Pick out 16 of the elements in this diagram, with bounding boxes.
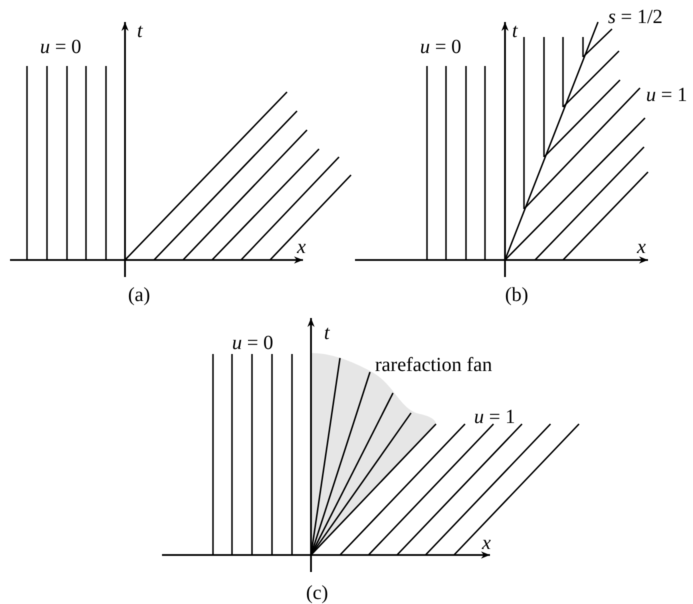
axis-label: t xyxy=(324,322,330,344)
math-label: u = 1 xyxy=(474,406,516,428)
math-label: u = 0 xyxy=(40,36,82,58)
axis-label: t xyxy=(512,20,518,42)
region-label: rarefaction fan xyxy=(375,354,492,376)
math-label: u = 0 xyxy=(232,332,274,354)
math-label: u = 0 xyxy=(420,36,462,58)
math-label: u = 1 xyxy=(646,84,688,106)
axis-label: x xyxy=(482,532,491,554)
axis-label: x xyxy=(297,236,306,258)
panel-label: (c) xyxy=(306,582,328,604)
axis-label: x xyxy=(637,236,646,258)
panel-label: (b) xyxy=(505,284,528,306)
panel-label: (a) xyxy=(128,284,150,306)
axis-label: t xyxy=(137,20,143,42)
math-label: s = 1/2 xyxy=(608,6,663,28)
